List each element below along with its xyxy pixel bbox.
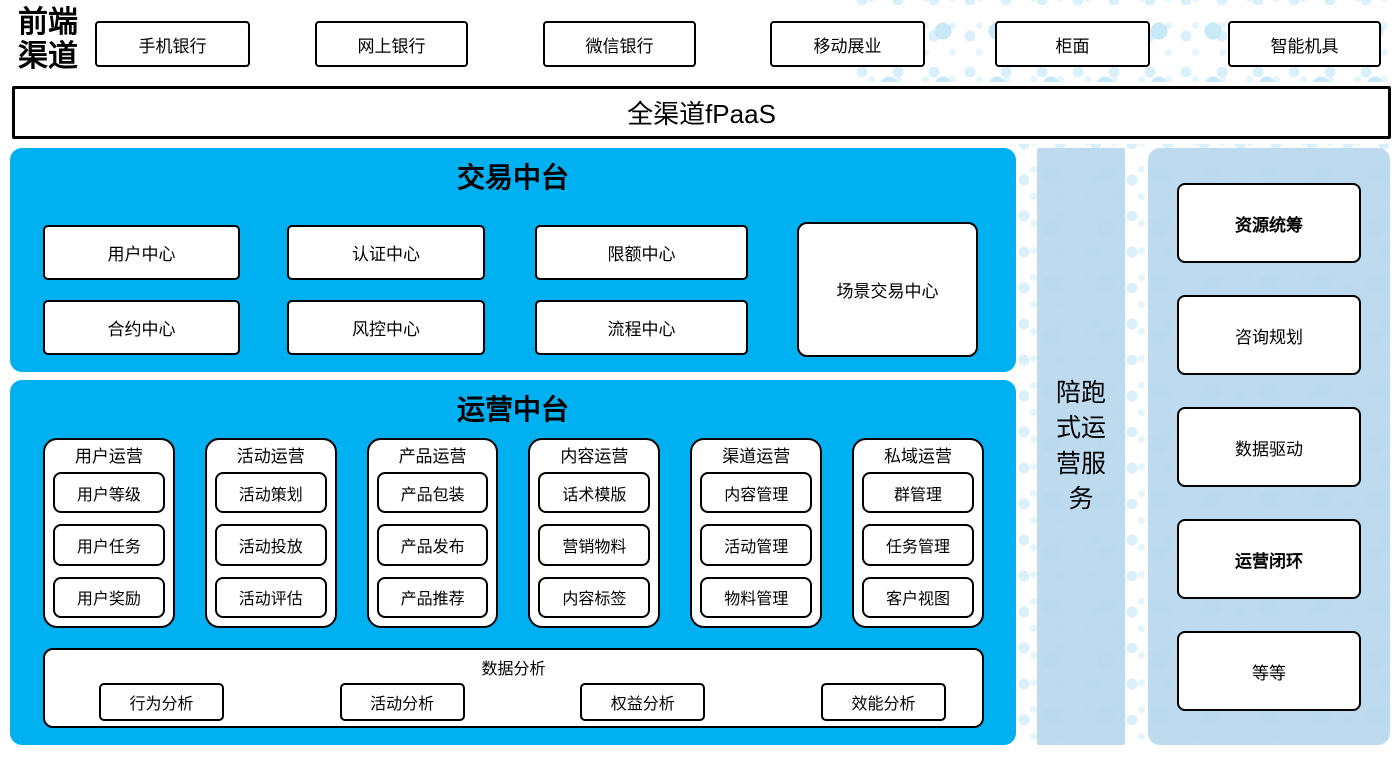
center-box-auth: 认证中心: [287, 225, 485, 280]
column-title: 内容运营: [560, 447, 629, 466]
service-box-data-driven: 数据驱动: [1177, 407, 1361, 487]
column-item: 客户视图: [862, 576, 974, 618]
column-product-operation: 产品运营 产品包装 产品发布 产品推荐: [366, 438, 499, 628]
center-box-user: 用户中心: [43, 225, 240, 280]
column-item: 话术模版: [538, 472, 651, 514]
service-box-consulting: 咨询规划: [1177, 295, 1361, 375]
data-analysis-strip: 数据分析 行为分析 活动分析 权益分析 效能分析: [43, 648, 984, 728]
column-item: 用户奖励: [53, 576, 165, 618]
column-item: 产品包装: [376, 472, 489, 514]
service-items-panel: 资源统筹 咨询规划 数据驱动 运营闭环 等等: [1148, 148, 1390, 745]
column-item: 用户任务: [53, 524, 165, 566]
transaction-platform-title: 交易中台: [456, 163, 569, 194]
center-box-process: 流程中心: [535, 300, 748, 355]
column-title: 渠道运营: [722, 447, 791, 466]
transaction-platform-panel: 交易中台 用户中心 认证中心 限额中心 合约中心 风控中心 流程中心 场景交易中…: [10, 148, 1016, 372]
column-user-operation: 用户运营 用户等级 用户任务 用户奖励: [43, 438, 175, 628]
column-item: 活动评估: [214, 576, 327, 618]
center-box-scenario-transaction: 场景交易中心: [797, 222, 978, 357]
operation-platform-panel: 运营中台 用户运营 用户等级 用户任务 用户奖励 活动运营 活动策划 活动投放 …: [10, 380, 1016, 745]
column-channel-operation: 渠道运营 内容管理 活动管理 物料管理: [690, 438, 823, 628]
operation-columns: 用户运营 用户等级 用户任务 用户奖励 活动运营 活动策划 活动投放 活动评估 …: [43, 438, 984, 628]
center-box-limit: 限额中心: [535, 225, 748, 280]
column-title: 用户运营: [74, 447, 143, 466]
column-title: 私域运营: [884, 447, 953, 466]
data-analysis-title: 数据分析: [481, 661, 546, 678]
channel-box-smart-devices: 智能机具: [1228, 21, 1381, 67]
service-box-operation-loop: 运营闭环: [1177, 519, 1361, 599]
analysis-box-benefit: 权益分析: [580, 683, 706, 721]
column-activity-operation: 活动运营 活动策划 活动投放 活动评估: [204, 438, 337, 628]
front-channels-label: 前端渠道: [18, 6, 78, 73]
channel-box-wechat-banking: 微信银行: [543, 21, 696, 67]
column-item: 活动策划: [214, 472, 327, 514]
column-content-operation: 内容运营 话术模版 营销物料 内容标签: [528, 438, 661, 628]
analysis-box-efficiency: 效能分析: [820, 683, 946, 721]
column-item: 活动管理: [700, 524, 813, 566]
analysis-box-activity: 活动分析: [339, 683, 465, 721]
service-box-resource-planning: 资源统筹: [1177, 183, 1361, 263]
channel-box-mobile-banking: 手机银行: [95, 21, 250, 67]
analysis-box-behavior: 行为分析: [99, 683, 224, 721]
column-title: 活动运营: [236, 447, 305, 466]
fpaas-bar: 全渠道fPaaS: [12, 86, 1391, 139]
channel-box-mobile-sales: 移动展业: [770, 21, 925, 67]
column-item: 营销物料: [538, 524, 651, 566]
operation-platform-title: 运营中台: [456, 395, 569, 426]
column-item: 物料管理: [700, 576, 813, 618]
channel-box-counter: 柜面: [995, 21, 1150, 67]
column-item: 内容管理: [700, 472, 813, 514]
service-box-etc: 等等: [1177, 631, 1361, 711]
column-item: 任务管理: [862, 524, 974, 566]
center-box-contract: 合约中心: [43, 300, 240, 355]
column-item: 群管理: [862, 472, 974, 514]
column-item: 活动投放: [214, 524, 327, 566]
column-private-domain-operation: 私域运营 群管理 任务管理 客户视图: [852, 438, 984, 628]
companion-service-bar: 陪跑式运营服务: [1037, 148, 1125, 745]
column-title: 产品运营: [398, 447, 467, 466]
column-item: 产品推荐: [376, 576, 489, 618]
center-box-risk: 风控中心: [287, 300, 485, 355]
column-item: 用户等级: [53, 472, 165, 514]
companion-service-label: 陪跑式运营服务: [1055, 378, 1106, 514]
column-item: 内容标签: [538, 576, 651, 618]
column-item: 产品发布: [376, 524, 489, 566]
channel-box-online-banking: 网上银行: [315, 21, 468, 67]
